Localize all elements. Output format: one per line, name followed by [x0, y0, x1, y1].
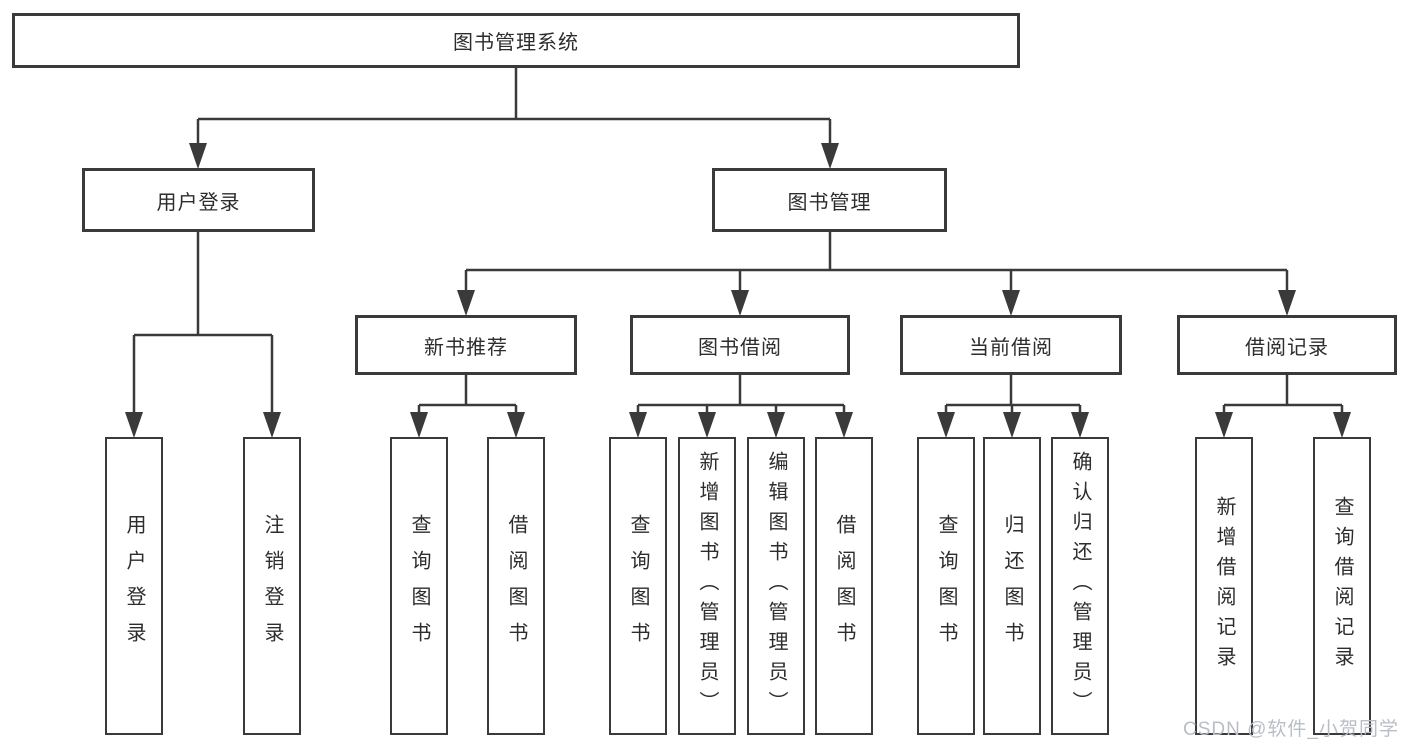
node-new-book-recommend-label: 新书推荐 [424, 336, 508, 359]
leaf-logout: 注销登录 [243, 437, 301, 735]
csdn-watermark: CSDN @软件_小贺同学 [1183, 719, 1399, 740]
root-node-label: 图书管理系统 [453, 32, 579, 54]
node-current-borrow: 当前借阅 [900, 315, 1122, 375]
leaf-current-query-book: 查询图书 [917, 437, 975, 735]
leaf-borrow-book: 借阅图书 [815, 437, 873, 735]
leaf-borrow-query-book: 查询图书 [609, 437, 667, 735]
leaf-add-borrow-record-label: 新增借阅记录 [1213, 496, 1235, 676]
leaf-current-query-book-label: 查询图书 [935, 514, 957, 658]
leaf-recommend-borrow-book-label: 借阅图书 [505, 514, 527, 658]
node-book-borrow: 图书借阅 [630, 315, 850, 375]
node-book-borrow-label: 图书借阅 [698, 336, 782, 359]
leaf-query-borrow-record-label: 查询借阅记录 [1331, 496, 1353, 676]
leaf-add-book-admin: 新增图书（管理员） [678, 437, 736, 735]
node-book-management-label: 图书管理 [787, 191, 872, 214]
leaf-user-login-label: 用户登录 [123, 514, 145, 658]
leaf-query-borrow-record: 查询借阅记录 [1313, 437, 1371, 735]
node-book-management: 图书管理 [712, 168, 947, 232]
leaf-add-borrow-record: 新增借阅记录 [1195, 437, 1253, 735]
arrowheads [125, 143, 1351, 438]
node-borrow-record: 借阅记录 [1177, 315, 1397, 375]
node-user-login: 用户登录 [82, 168, 315, 232]
leaf-user-login: 用户登录 [105, 437, 163, 735]
leaf-edit-book-admin-label: 编辑图书（管理员） [765, 451, 787, 721]
node-borrow-record-label: 借阅记录 [1245, 336, 1329, 359]
root-node-library-system: 图书管理系统 [12, 13, 1020, 68]
leaf-recommend-query-book-label: 查询图书 [408, 514, 430, 658]
leaf-return-book-label: 归还图书 [1001, 514, 1023, 658]
leaf-return-book: 归还图书 [983, 437, 1041, 735]
leaf-recommend-query-book: 查询图书 [390, 437, 448, 735]
node-user-login-label: 用户登录 [156, 191, 241, 214]
node-new-book-recommend: 新书推荐 [355, 315, 577, 375]
leaf-recommend-borrow-book: 借阅图书 [487, 437, 545, 735]
leaf-confirm-return-admin: 确认归还（管理员） [1051, 437, 1109, 735]
leaf-logout-label: 注销登录 [261, 514, 283, 658]
leaf-confirm-return-admin-label: 确认归还（管理员） [1069, 451, 1091, 721]
leaf-borrow-book-label: 借阅图书 [833, 514, 855, 658]
node-current-borrow-label: 当前借阅 [969, 336, 1053, 359]
leaf-borrow-query-book-label: 查询图书 [627, 514, 649, 658]
leaf-edit-book-admin: 编辑图书（管理员） [747, 437, 805, 735]
leaf-add-book-admin-label: 新增图书（管理员） [696, 451, 718, 721]
